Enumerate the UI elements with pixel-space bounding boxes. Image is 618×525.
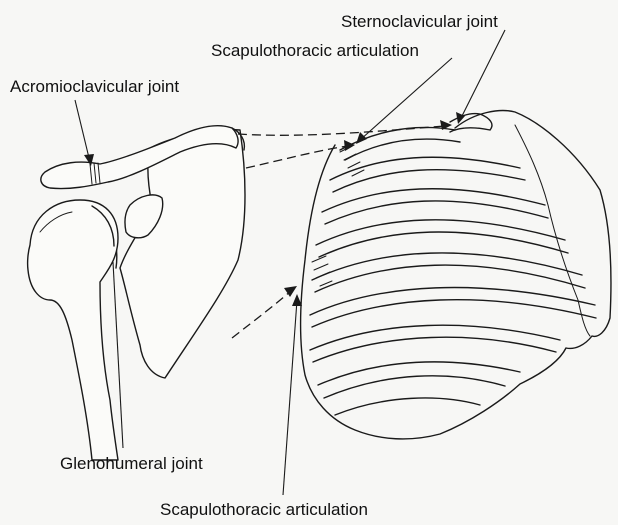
rib-2 bbox=[330, 157, 520, 180]
leader-sternoclavicular bbox=[460, 30, 505, 120]
rib-6b bbox=[312, 300, 596, 327]
label-scapulothoracic-articulation-top: Scapulothoracic articulation bbox=[211, 41, 419, 61]
label-glenohumeral-joint: Glenohumeral joint bbox=[60, 454, 203, 474]
arrow-st-lower-head bbox=[284, 286, 297, 297]
leader-scapulothoracic-bottom-head bbox=[292, 294, 302, 306]
hatch-upper bbox=[340, 146, 364, 176]
leader-scapulothoracic-top-head bbox=[356, 132, 367, 144]
label-acromioclavicular-joint: Acromioclavicular joint bbox=[10, 77, 179, 97]
label-sternoclavicular-joint: Sternoclavicular joint bbox=[341, 12, 498, 32]
arrow-st-lower-path bbox=[232, 290, 292, 338]
label-scapulothoracic-articulation-bottom: Scapulothoracic articulation bbox=[160, 500, 368, 520]
rib-cage bbox=[300, 111, 611, 439]
humerus-body bbox=[28, 200, 118, 460]
rib-9 bbox=[335, 398, 480, 415]
arrow-st-upper-head bbox=[344, 140, 355, 151]
rib-7b bbox=[313, 337, 556, 362]
rib-8b bbox=[324, 376, 505, 398]
leader-scapulothoracic-bottom bbox=[283, 300, 297, 495]
rib-6 bbox=[310, 288, 595, 315]
leader-glenohumeral bbox=[113, 262, 123, 448]
hatch-lower bbox=[312, 256, 332, 286]
manubrium bbox=[450, 113, 492, 132]
dashed-arrows bbox=[232, 120, 452, 338]
leader-acromioclavicular bbox=[75, 100, 90, 162]
humerus bbox=[28, 200, 118, 460]
